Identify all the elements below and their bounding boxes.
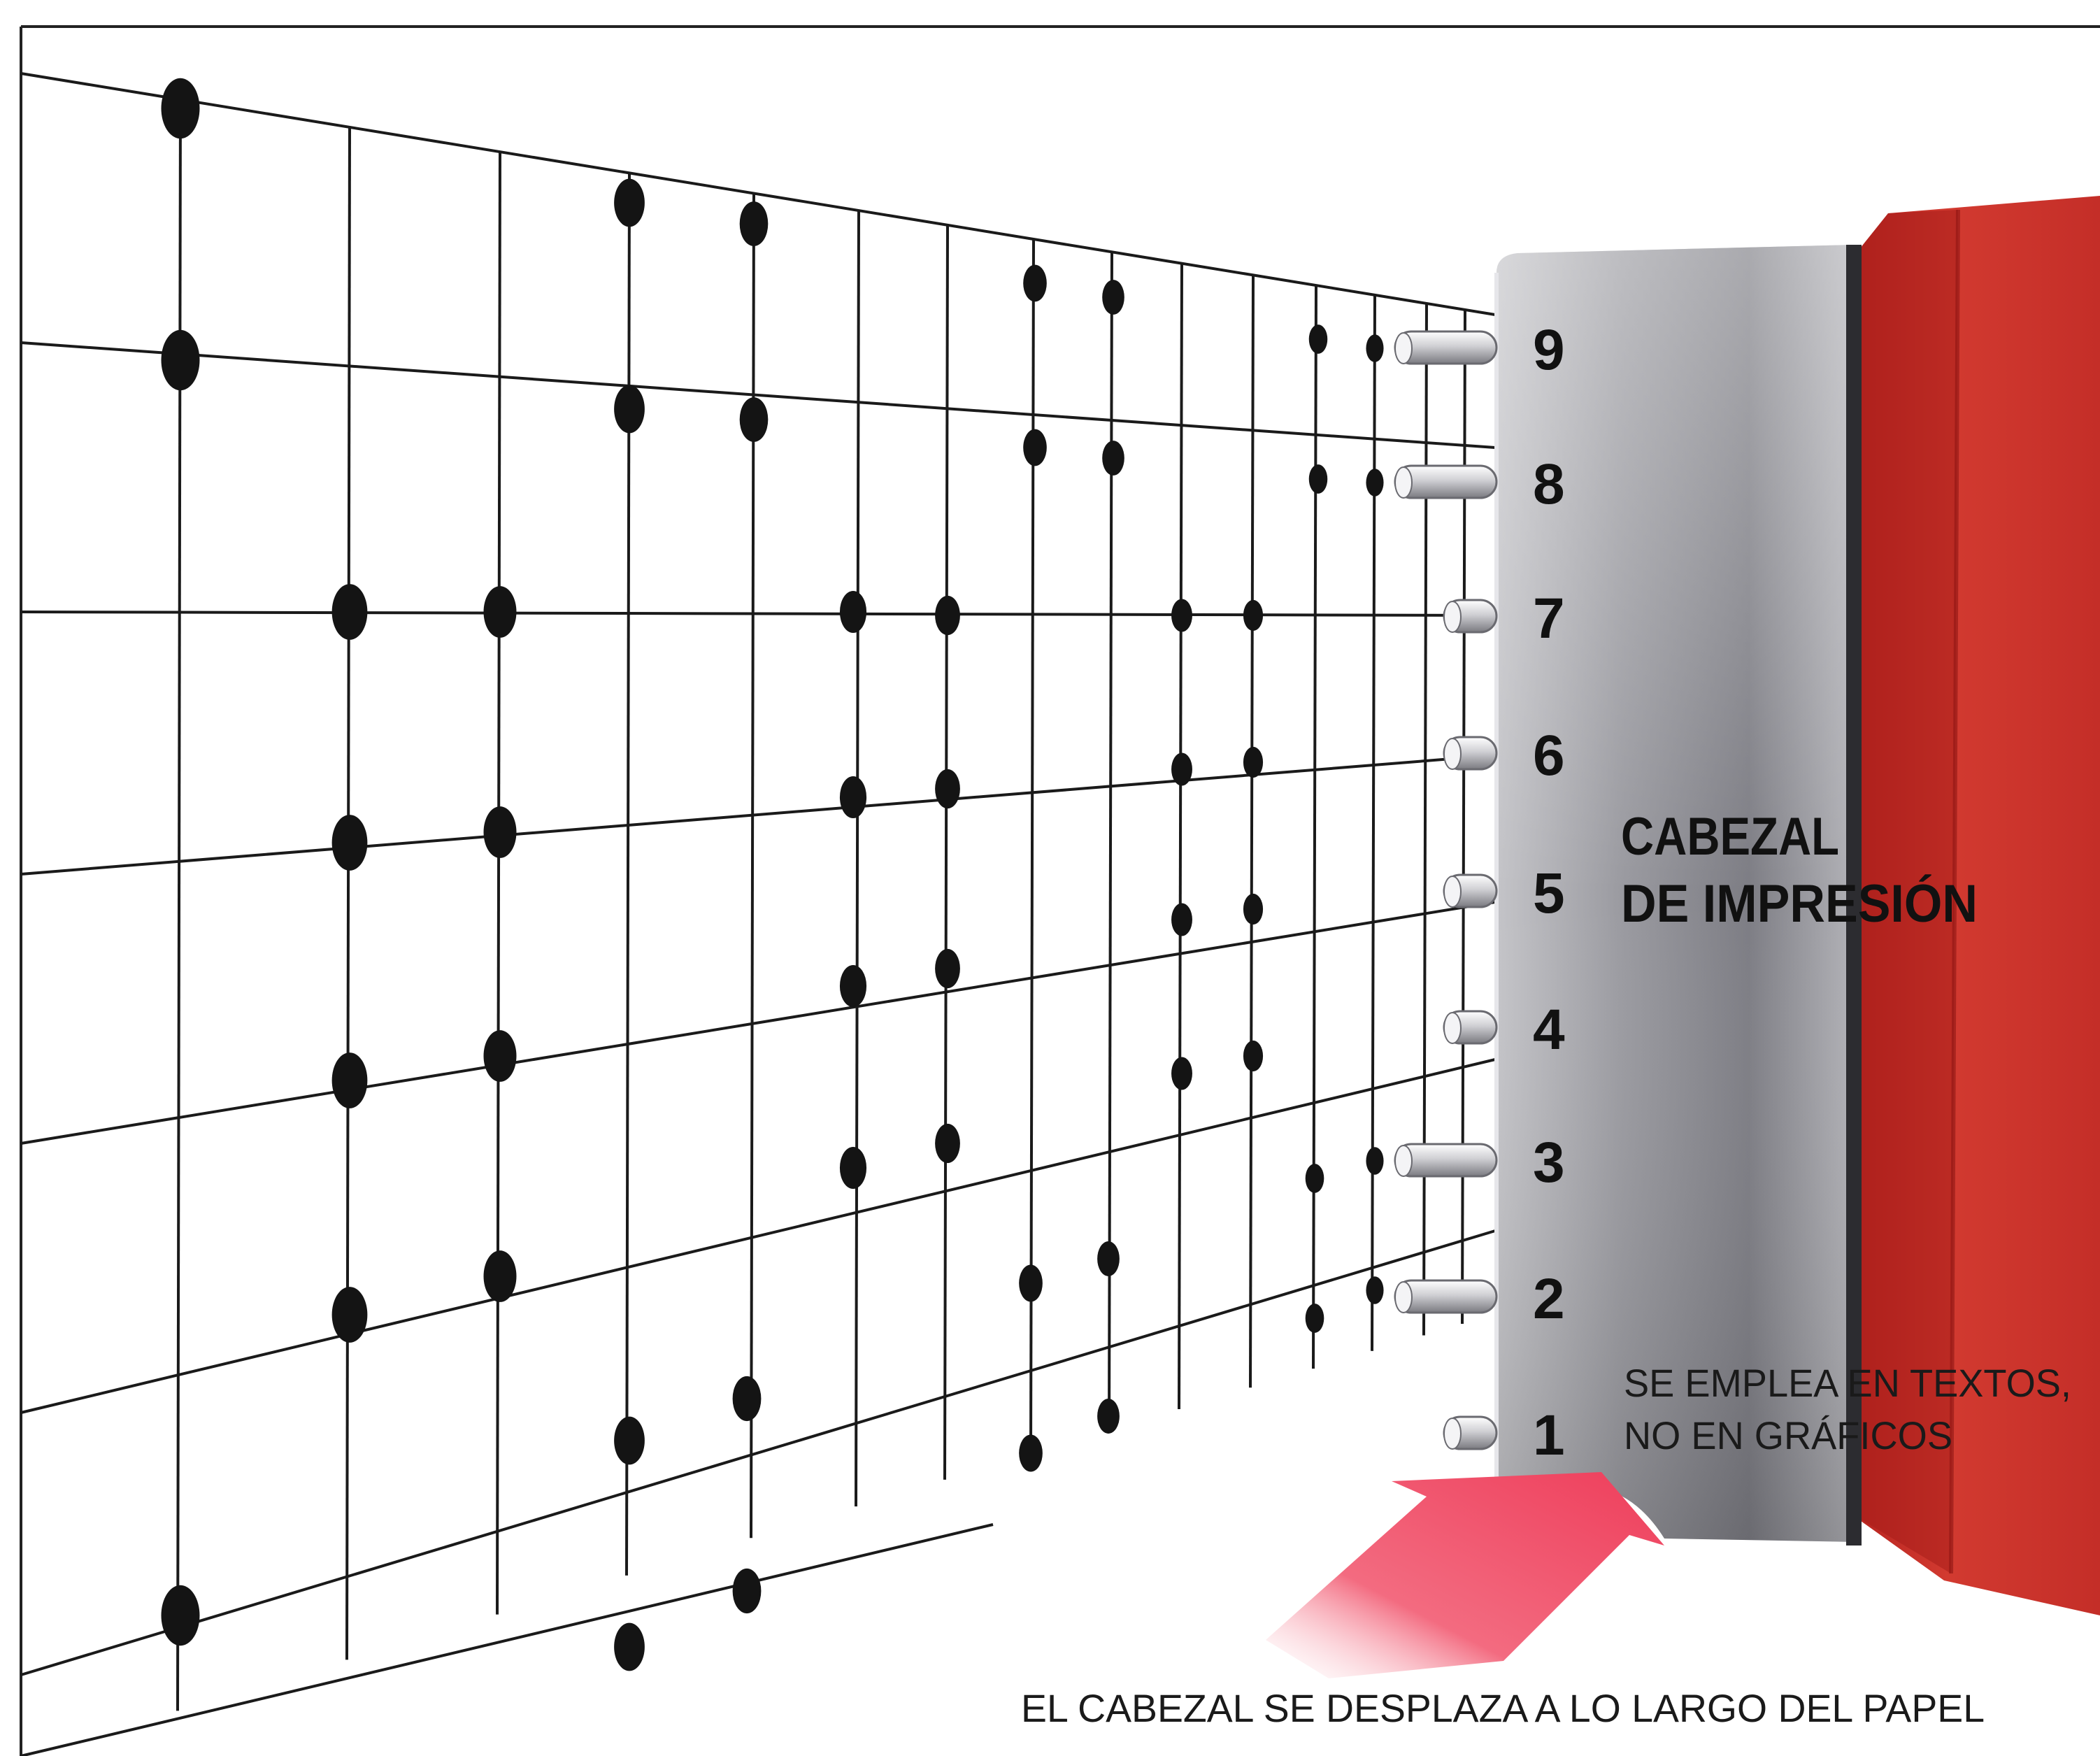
printed-dot <box>839 591 867 633</box>
pin-tip <box>1443 738 1462 770</box>
pin-number: 1 <box>1533 1404 1565 1467</box>
pin-number-labels: 9 8 7 6 5 4 3 2 1 <box>1533 318 1565 1467</box>
printed-dot <box>1366 1276 1384 1304</box>
printed-dot <box>1023 264 1047 302</box>
grid-row-line <box>20 1523 994 1756</box>
head-label-line2: DE IMPRESIÓN <box>1621 874 1978 934</box>
printed-dot <box>483 1250 517 1302</box>
usage-note-line2: NO EN GRÁFICOS <box>1624 1413 1952 1457</box>
grid-column-line <box>855 210 860 1507</box>
printed-dot <box>483 586 517 638</box>
printed-dot <box>1097 1241 1120 1276</box>
pin-number: 9 <box>1533 318 1565 382</box>
printed-dot <box>614 1416 645 1465</box>
printed-dot <box>1308 464 1328 494</box>
grid-column-line <box>496 152 501 1615</box>
pin-tip <box>1394 1145 1413 1177</box>
pin-tip <box>1443 876 1462 908</box>
printed-dot <box>1023 429 1047 466</box>
printed-dot <box>614 1622 645 1671</box>
printed-dot <box>614 178 645 227</box>
pin-tip <box>1394 466 1413 499</box>
grid-row-line <box>20 1058 1496 1414</box>
pin-number: 6 <box>1533 724 1565 787</box>
printed-dot <box>1171 903 1192 936</box>
grid-row-line <box>20 341 1496 449</box>
printed-dot <box>1102 441 1124 476</box>
printed-dot <box>331 1052 368 1108</box>
grid-column-line <box>1249 275 1255 1388</box>
grid-row-line <box>20 901 1496 1145</box>
printed-dots <box>161 78 1384 1671</box>
grid-column-line <box>1178 263 1183 1409</box>
printed-dot <box>839 1147 867 1189</box>
printed-dot <box>161 1585 200 1646</box>
head-body <box>1846 196 2100 1615</box>
printed-dot <box>935 948 960 989</box>
printed-dot <box>1366 1147 1384 1175</box>
printed-dot <box>1171 1057 1192 1090</box>
printed-dot <box>1171 752 1192 786</box>
printed-dot <box>732 1376 762 1422</box>
printed-dot <box>935 1123 960 1164</box>
printed-dot <box>1305 1304 1324 1333</box>
printed-dot <box>331 815 368 871</box>
pin-tip <box>1443 1418 1462 1450</box>
printed-dot <box>1171 599 1192 632</box>
dot-grid <box>20 72 1496 1756</box>
printed-dot <box>732 1568 762 1614</box>
printed-dot <box>331 584 368 640</box>
printed-dot <box>1243 893 1264 925</box>
usage-note-line1: SE EMPLEA EN TEXTOS, <box>1624 1361 2071 1405</box>
printed-dot <box>839 965 867 1007</box>
printed-dot <box>1243 746 1264 778</box>
pin-tip <box>1394 332 1413 364</box>
pin-number: 7 <box>1533 587 1565 650</box>
print-pins <box>1394 330 1498 1450</box>
printed-dot <box>1243 1040 1264 1072</box>
grid-row-line <box>20 72 1496 316</box>
printed-dot <box>935 595 960 636</box>
pin-number: 2 <box>1533 1267 1565 1331</box>
pin-number: 3 <box>1533 1131 1565 1194</box>
pin-tip <box>1443 601 1462 633</box>
printed-dot <box>739 397 769 442</box>
printed-dot <box>1366 334 1384 362</box>
printed-dot <box>1019 1264 1043 1302</box>
printed-dot <box>483 1030 517 1082</box>
printed-dot <box>161 78 200 139</box>
printed-dot <box>331 1287 368 1343</box>
printed-dot <box>1102 280 1124 315</box>
movement-arrow <box>1266 1472 1664 1678</box>
pin-tip <box>1394 1281 1413 1313</box>
pin-number: 4 <box>1533 998 1565 1062</box>
grid-column-line <box>943 224 949 1480</box>
head-label-line1: CABEZAL <box>1621 807 1839 866</box>
printed-dot <box>1097 1399 1120 1434</box>
printed-dot <box>935 769 960 809</box>
grid-column-line <box>345 127 351 1660</box>
printed-dot <box>839 776 867 818</box>
pin-tip <box>1443 1012 1462 1044</box>
caption: EL CABEZAL SE DESPLAZA A LO LARGO DEL PA… <box>1021 1686 1985 1730</box>
pin-number: 8 <box>1533 452 1565 516</box>
printed-dot <box>1366 469 1384 497</box>
printed-dot <box>614 385 645 434</box>
printed-dot <box>1305 1164 1324 1193</box>
print-head-plate <box>1494 245 1862 1546</box>
printed-dot <box>161 329 200 391</box>
printed-dot <box>1308 324 1328 354</box>
printed-dot <box>739 201 769 246</box>
pin-number: 5 <box>1533 862 1565 925</box>
printed-dot <box>483 806 517 858</box>
printed-dot <box>1019 1434 1043 1472</box>
printed-dot <box>1243 599 1264 631</box>
